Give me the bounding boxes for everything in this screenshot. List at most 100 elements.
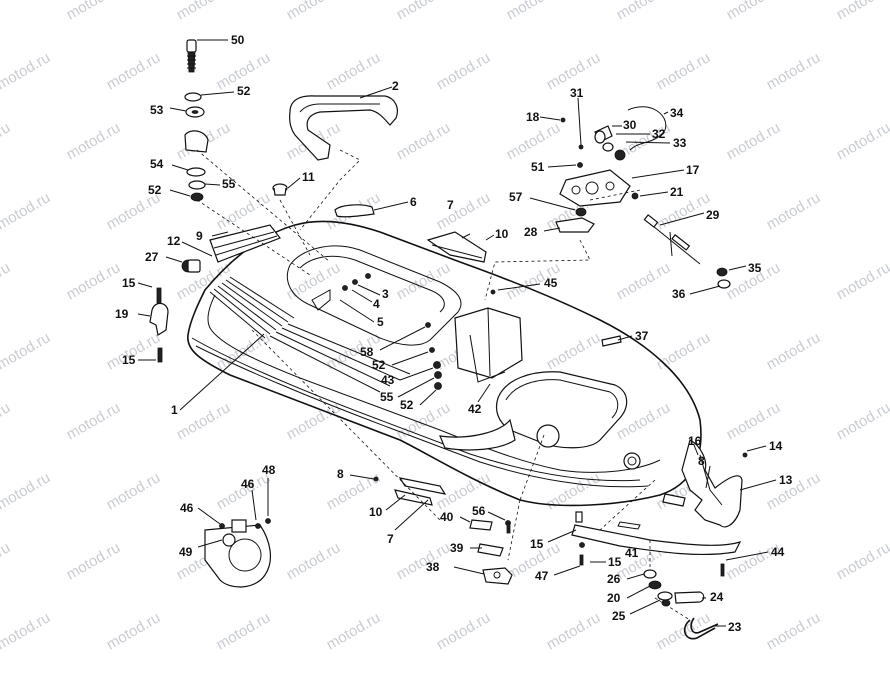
callout-34: 34: [670, 106, 684, 120]
stern-shading: [210, 277, 410, 392]
watermark-text: motod.ru: [394, 259, 454, 303]
callout-39: 39: [450, 541, 464, 555]
watermark-text: motod.ru: [504, 0, 564, 23]
watermark-text: motod.ru: [764, 329, 824, 373]
watermark-text: motod.ru: [834, 119, 890, 163]
watermark-text: motod.ru: [724, 399, 784, 443]
watermark-text: motod.ru: [0, 539, 13, 583]
watermark-text: motod.ru: [724, 0, 784, 23]
callout-9: 9: [196, 229, 203, 243]
callout-36: 36: [672, 287, 686, 301]
watermark-text: motod.ru: [764, 609, 824, 653]
callout-52: 52: [400, 398, 414, 412]
callout-8: 8: [337, 467, 344, 481]
pin-37: [602, 336, 621, 346]
callout-48: 48: [262, 463, 276, 477]
callout-29: 29: [706, 208, 720, 222]
watermark-text: motod.ru: [104, 469, 164, 513]
hinge-19: [150, 288, 168, 362]
watermark-text: motod.ru: [434, 189, 494, 233]
callout-28: 28: [524, 225, 538, 239]
watermark-text: motod.ru: [104, 49, 164, 93]
watermark-text: motod.ru: [834, 0, 890, 23]
callout-42: 42: [468, 402, 482, 416]
watermark-text: motod.ru: [0, 119, 13, 163]
callout-15: 15: [122, 276, 136, 290]
watermark-text: motod.ru: [104, 609, 164, 653]
callout-52: 52: [237, 84, 251, 98]
callout-7: 7: [387, 532, 394, 546]
callout-19: 19: [115, 307, 129, 321]
callout-27: 27: [145, 250, 159, 264]
callout-10: 10: [495, 227, 509, 241]
callout-50: 50: [231, 33, 245, 47]
callout-21: 21: [670, 185, 684, 199]
watermark-text: motod.ru: [64, 539, 124, 583]
watermark-text: motod.ru: [654, 329, 714, 373]
watermark-text: motod.ru: [284, 539, 344, 583]
watermark-text: motod.ru: [0, 189, 53, 233]
watermark-text: motod.ru: [434, 609, 494, 653]
callout-4: 4: [373, 297, 380, 311]
lower-pins: [576, 512, 585, 565]
watermark-text: motod.ru: [544, 329, 604, 373]
callout-52: 52: [372, 358, 386, 372]
callout-54: 54: [150, 157, 164, 171]
mat-strip-right: [428, 232, 486, 262]
watermark-text: motod.ru: [434, 49, 494, 93]
callout-8: 8: [698, 454, 705, 468]
watermark-text: motod.ru: [834, 399, 890, 443]
watermark-text: motod.ru: [284, 399, 344, 443]
watermark-text: motod.ru: [324, 49, 384, 93]
callout-12: 12: [167, 234, 181, 248]
callout-47: 47: [535, 569, 549, 583]
callout-41: 41: [625, 546, 639, 560]
watermark-text: motod.ru: [654, 189, 714, 233]
watermark-text: motod.ru: [174, 0, 234, 23]
bow-bracket-13: [663, 440, 747, 527]
keel-strip-41: [572, 522, 740, 554]
bolt-44: [721, 564, 724, 576]
watermark-text: motod.ru: [64, 119, 124, 163]
watermark-text: motod.ru: [394, 119, 454, 163]
callout-20: 20: [607, 591, 621, 605]
washers-top: [185, 93, 204, 117]
watermark-text: motod.ru: [0, 329, 53, 373]
callout-23: 23: [728, 620, 742, 634]
nut-21: [632, 193, 638, 199]
throttle-plate-17: [560, 170, 630, 206]
callout-38: 38: [426, 560, 440, 574]
callout-14: 14: [769, 439, 783, 453]
callout-26: 26: [607, 572, 621, 586]
callout-37: 37: [635, 329, 649, 343]
watermark-text: motod.ru: [504, 119, 564, 163]
watermark-text: motod.ru: [0, 0, 13, 23]
bolt-45: [491, 290, 495, 294]
watermark-text: motod.ru: [764, 469, 824, 513]
callout-3: 3: [382, 287, 389, 301]
callout-55: 55: [380, 390, 394, 404]
callout-6: 6: [410, 195, 417, 209]
callout-16: 16: [688, 434, 702, 448]
callout-5: 5: [377, 315, 384, 329]
watermark-text: motod.ru: [64, 259, 124, 303]
callout-52: 52: [148, 183, 162, 197]
callout-46: 46: [241, 477, 255, 491]
callout-44: 44: [771, 545, 785, 559]
cover-plate-6: [335, 205, 374, 217]
callout-10: 10: [369, 505, 383, 519]
callout-51: 51: [531, 160, 545, 174]
watermark-text: motod.ru: [544, 469, 604, 513]
watermark-text: motod.ru: [0, 259, 13, 303]
watermark-text: motod.ru: [834, 259, 890, 303]
watermark-text: motod.ru: [764, 49, 824, 93]
callout-49: 49: [179, 545, 193, 559]
callout-15: 15: [608, 555, 622, 569]
callout-58: 58: [360, 345, 374, 359]
callout-31: 31: [570, 86, 584, 100]
grommet-11: [273, 184, 287, 195]
callout-33: 33: [673, 136, 687, 150]
watermark-text: motod.ru: [764, 189, 824, 233]
